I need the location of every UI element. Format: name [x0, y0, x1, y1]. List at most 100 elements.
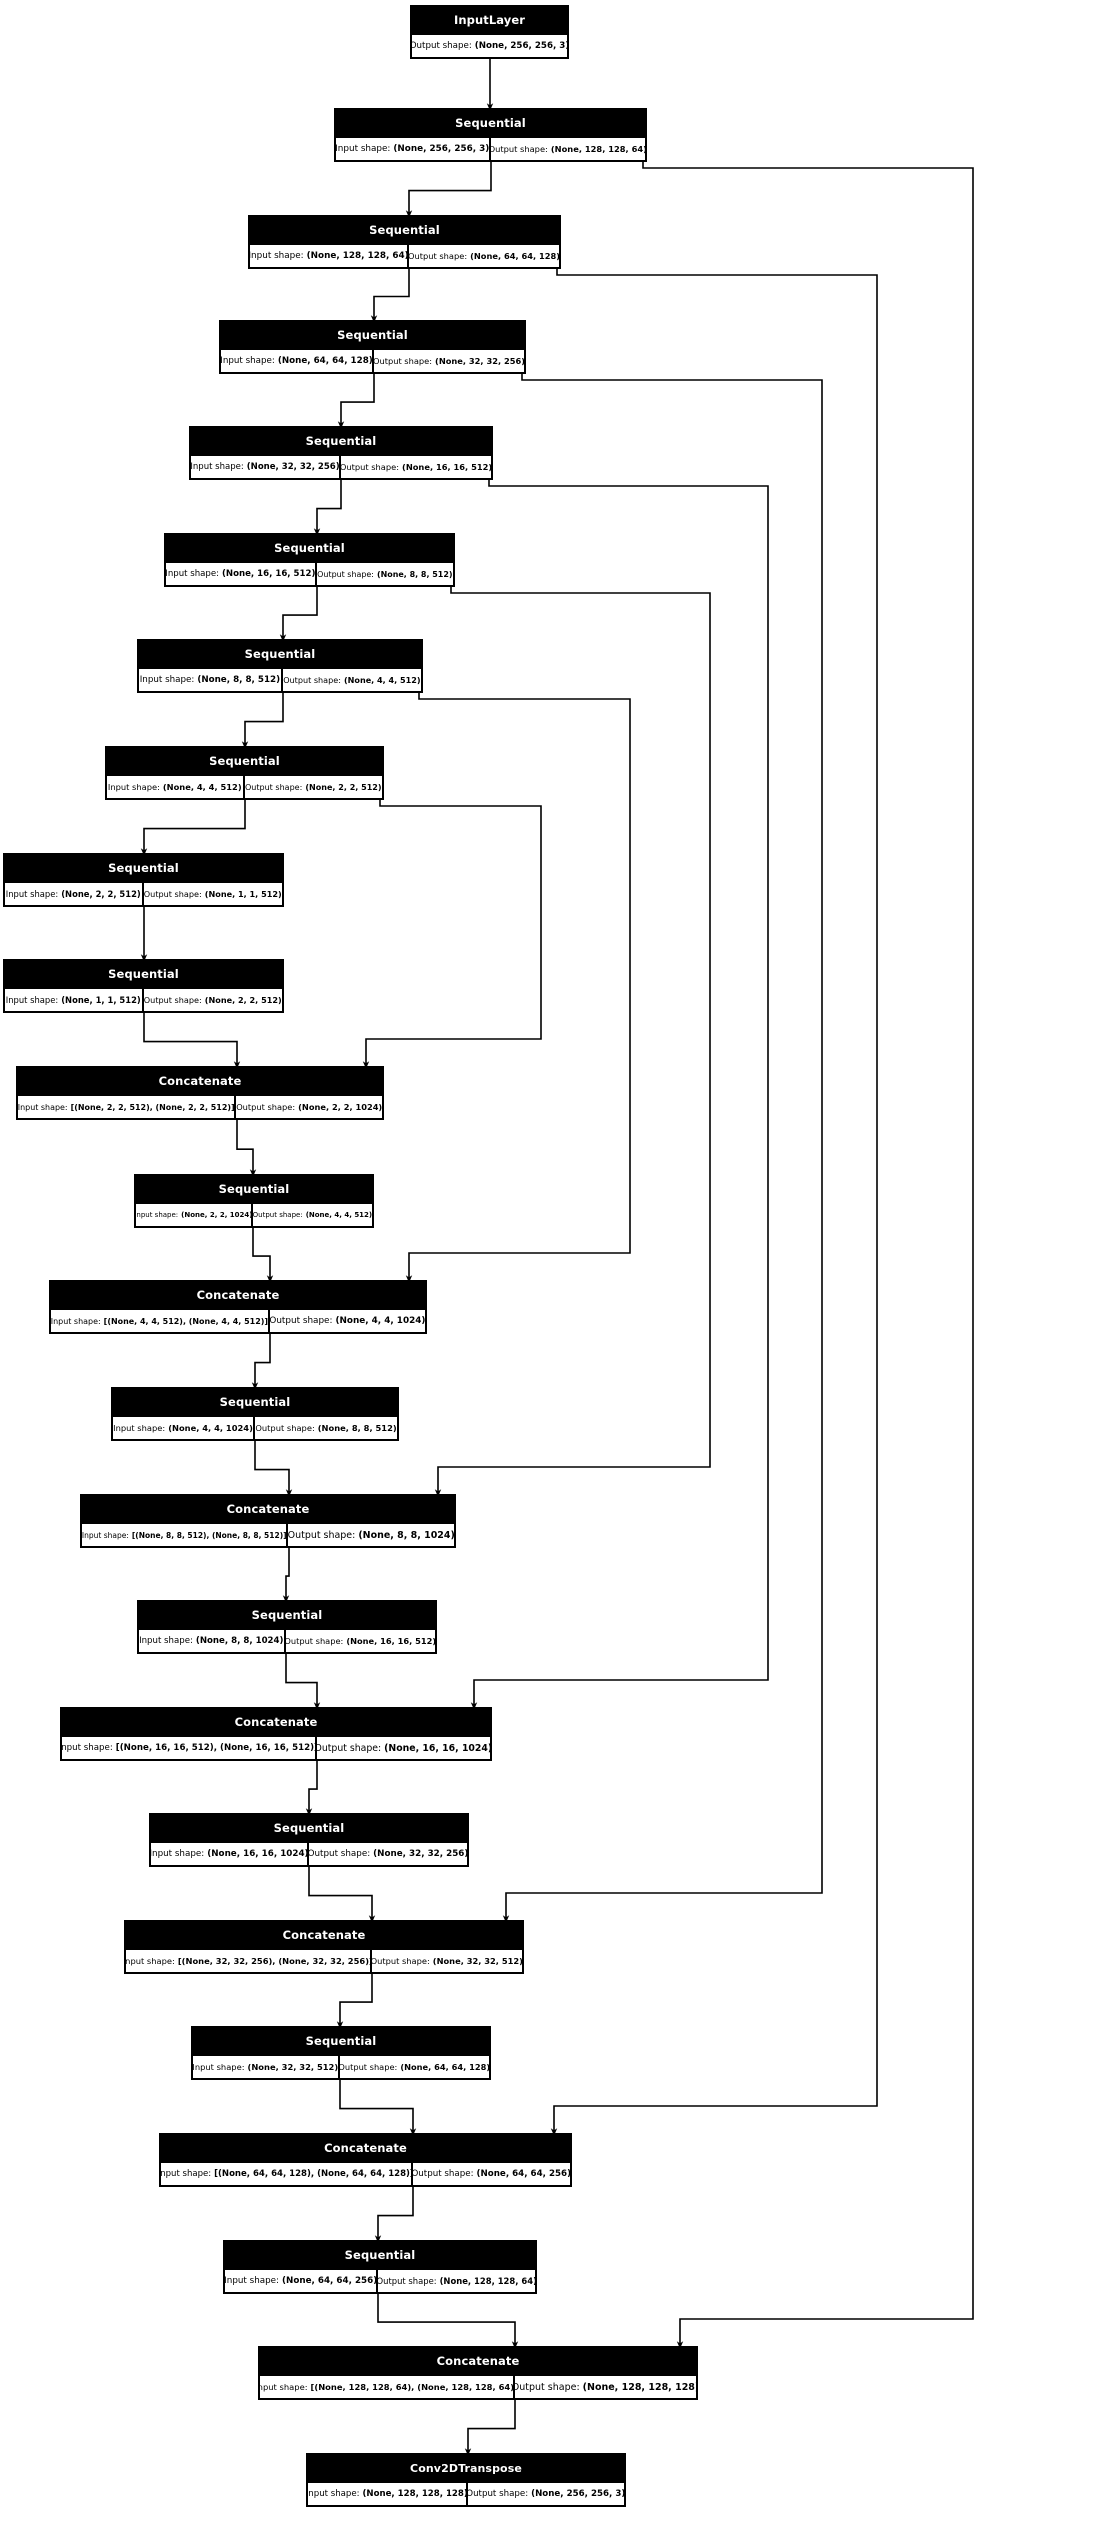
layer-node-shapes: Input shape:[(None, 4, 4, 512), (None, 4…: [51, 1308, 425, 1332]
output-shape-label: Output shape:: [285, 1636, 344, 1646]
layer-node-title: Concatenate: [161, 2135, 570, 2161]
layer-node-shapes: Input shape:(None, 8, 8, 1024)Output sha…: [139, 1628, 435, 1652]
layer-node-title: Sequential: [221, 322, 524, 348]
layer-input-shape: Input shape:(None, 64, 64, 256): [225, 2270, 379, 2292]
input-shape-label: Input shape:: [336, 144, 391, 154]
layer-input-shape: Input shape:(None, 32, 32, 512): [193, 2056, 340, 2078]
layer-output-shape: Output shape:(None, 128, 128, 64): [378, 2270, 535, 2292]
layer-node-shapes: Input shape:(None, 256, 256, 3)Output sh…: [336, 136, 645, 160]
layer-output-shape: Output shape:(None, 1, 1, 512): [144, 883, 283, 905]
edge-n10-n11: [236, 1120, 257, 1177]
layer-input-shape: Input shape:[(None, 8, 8, 512), (None, 8…: [82, 1524, 289, 1546]
output-shape-value: (None, 16, 16, 1024): [384, 1742, 490, 1754]
output-shape-label: Output shape:: [378, 2276, 437, 2286]
edge-n6-n7: [241, 693, 284, 749]
output-shape-value: (None, 8, 8, 512): [317, 1423, 397, 1433]
output-shape-value: (None, 32, 32, 512): [432, 1956, 522, 1966]
edge-n13-n14: [254, 1441, 293, 1497]
layer-output-shape: Output shape:(None, 2, 2, 512): [245, 776, 383, 798]
input-shape-label: Input shape:: [62, 1743, 113, 1753]
layer-output-shape: Output shape:(None, 8, 8, 512): [255, 1417, 397, 1439]
output-shape-value: (None, 2, 2, 512): [305, 782, 382, 792]
layer-input-shape: Input shape:(None, 8, 8, 1024): [139, 1630, 286, 1652]
edge-n17-n18: [308, 1867, 376, 1923]
input-shape-value: (None, 8, 8, 512): [197, 675, 281, 685]
layer-input-shape: Input shape:[(None, 2, 2, 512), (None, 2…: [18, 1096, 237, 1118]
layer-output-shape: Output shape:(None, 32, 32, 256): [374, 350, 524, 372]
input-shape-label: Input shape:: [161, 2169, 212, 2179]
skip-edge-n7-n10: [362, 800, 542, 1069]
layer-node-title: Concatenate: [126, 1922, 522, 1948]
output-shape-label: Output shape:: [309, 1849, 371, 1859]
layer-node-shapes: Input shape:(None, 2, 2, 512)Output shap…: [5, 881, 282, 905]
output-shape-value: (None, 8, 8, 1024): [358, 1529, 454, 1541]
layer-input-shape: Input shape:(None, 2, 2, 512): [5, 883, 144, 905]
layer-node-shapes: Input shape:[(None, 16, 16, 512), (None,…: [62, 1735, 490, 1759]
output-shape-value: (None, 256, 256, 3): [531, 2489, 624, 2499]
layer-node-shapes: Output shape:(None, 256, 256, 3): [412, 33, 567, 57]
input-shape-value: (None, 32, 32, 256): [246, 462, 340, 472]
input-shape-label: Input shape:: [260, 2382, 308, 2392]
layer-output-shape: Output shape:(None, 64, 64, 128): [340, 2056, 489, 2078]
output-shape-label: Output shape:: [409, 251, 468, 261]
edge-n21-n22: [377, 2294, 519, 2349]
layer-node-shapes: Input shape:(None, 4, 4, 1024)Output sha…: [113, 1415, 397, 1439]
layer-output-shape: Output shape:(None, 64, 64, 256): [413, 2163, 570, 2185]
output-shape-label: Output shape:: [371, 1956, 430, 1966]
layer-output-shape: Output shape:(None, 8, 8, 512): [317, 563, 453, 585]
input-shape-label: Input shape:: [191, 462, 244, 472]
layer-output-shape: Output shape:(None, 16, 16, 512): [341, 456, 491, 478]
layer-node-title: Sequential: [225, 2242, 535, 2268]
layer-node-title: Sequential: [139, 641, 421, 667]
skip-edge-n3-n18: [502, 374, 823, 1923]
layer-node-title: Sequential: [139, 1602, 435, 1628]
layer-node-title: Sequential: [193, 2028, 489, 2054]
layer-node-shapes: Input shape:(None, 2, 2, 1024)Output sha…: [136, 1202, 372, 1226]
input-shape-value: (None, 4, 4, 1024): [168, 1423, 253, 1433]
input-shape-label: Input shape:: [5, 995, 59, 1005]
output-shape-label: Output shape:: [515, 2381, 580, 2393]
output-shape-value: (None, 128, 128, 64): [439, 2276, 535, 2286]
output-shape-value: (None, 4, 4, 512): [305, 1211, 372, 1219]
output-shape-label: Output shape:: [143, 889, 202, 899]
layer-node-title: Sequential: [5, 961, 282, 987]
edge-n2-n3: [370, 269, 410, 323]
input-shape-label: Input shape:: [136, 1211, 179, 1219]
input-shape-label: Input shape:: [151, 1849, 205, 1859]
layer-input-shape: Input shape:(None, 64, 64, 128): [221, 350, 374, 372]
layer-input-shape: Input shape:[(None, 16, 16, 512), (None,…: [62, 1737, 317, 1759]
output-shape-label: Output shape:: [467, 2489, 529, 2499]
output-shape-value: (None, 2, 2, 512): [204, 995, 282, 1005]
output-shape-value: (None, 64, 64, 256): [476, 2169, 570, 2179]
layer-node-title: Sequential: [107, 748, 382, 774]
layer-node-shapes: Input shape:(None, 16, 16, 512)Output sh…: [166, 561, 453, 585]
layer-node-shapes: Input shape:(None, 8, 8, 512)Output shap…: [139, 667, 421, 691]
layer-node-title: Concatenate: [51, 1282, 425, 1308]
layer-node-title: Sequential: [166, 535, 453, 561]
